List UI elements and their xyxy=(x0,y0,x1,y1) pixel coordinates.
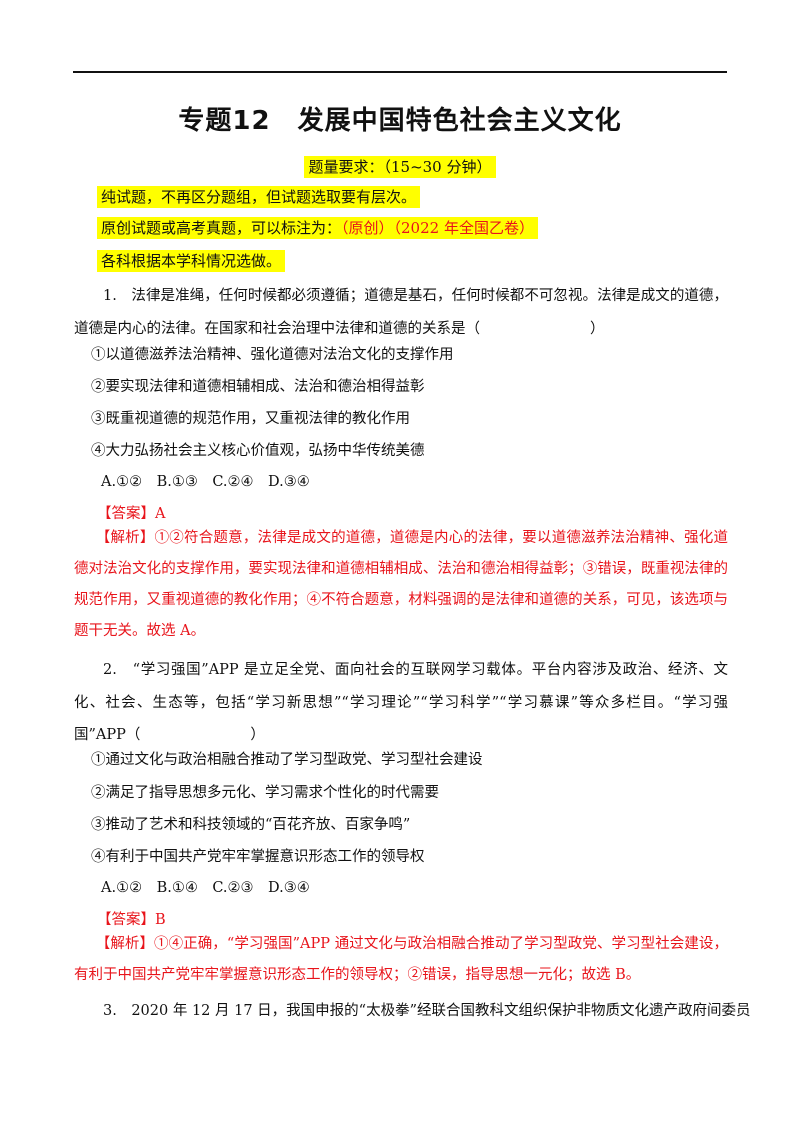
requirements-line: 题量要求：（15~30 分钟） xyxy=(0,156,800,178)
page-title: 专题12 发展中国特色社会主义文化 xyxy=(178,106,622,136)
question-2-option: ②满足了指导思想多元化、学习需求个性化的时代需要 xyxy=(91,785,439,801)
note-text: 各科根据本学科情况选做。 xyxy=(97,250,286,272)
question-2-choices: A.①② B.①④ C.②③ D.③④ xyxy=(101,880,310,896)
question-text: 2. “学习强国”APP 是立足全党、面向社会的互联网学习载体。平台内容涉及政治… xyxy=(74,662,728,743)
note-line-2: 原创试题或高考真题，可以标注为：（原创）（2022 年全国乙卷） xyxy=(97,217,538,239)
question-2-option: ③推动了艺术和科技领域的“百花齐放、百家争鸣” xyxy=(91,817,411,833)
note-line-3: 各科根据本学科情况选做。 xyxy=(97,250,286,272)
question-1-option: ③既重视道德的规范作用，又重视法律的教化作用 xyxy=(91,411,410,427)
question-1-stem: 1. 法律是准绳，任何时候都必须遵循；道德是基石，任何时候都不可忽视。法律是成文… xyxy=(74,280,728,345)
question-1-option: ②要实现法律和道德相辅相成、法治和德治相得益彰 xyxy=(91,379,425,395)
note-line-1: 纯试题，不再区分题组，但试题选取要有层次。 xyxy=(97,186,421,208)
question-3-stem: 3. 2020 年 12 月 17 日，我国申报的“太极拳”经联合国教科文组织保… xyxy=(103,1003,751,1019)
question-2-option: ④有利于中国共产党牢牢掌握意识形态工作的领导权 xyxy=(91,849,425,865)
question-2-explanation: 【解析】①④正确，“学习强国”APP 通过文化与政治相融合推动了学习型政党、学习… xyxy=(74,936,728,983)
question-2-stem: 2. “学习强国”APP 是立足全党、面向社会的互联网学习载体。平台内容涉及政治… xyxy=(74,654,728,752)
question-1-choices: A.①② B.①③ C.②④ D.③④ xyxy=(101,474,310,490)
question-bracket: ） xyxy=(250,727,265,743)
question-bracket: ） xyxy=(590,320,605,337)
question-2-option: ①通过文化与政治相融合推动了学习型政党、学习型社会建设 xyxy=(91,752,483,768)
question-text: 1. 法律是准绳，任何时候都必须遵循；道德是基石，任何时候都不可忽视。法律是成文… xyxy=(74,288,728,337)
note-text: 纯试题，不再区分题组，但试题选取要有层次。 xyxy=(97,186,421,208)
question-1-option: ①以道德滋养法治精神、强化道德对法治文化的支撑作用 xyxy=(91,347,454,363)
requirements-text: 题量要求：（15~30 分钟） xyxy=(304,156,496,178)
note-text: 原创试题或高考真题，可以标注为：（原创）（2022 年全国乙卷） xyxy=(97,217,538,239)
question-1-option: ④大力弘扬社会主义核心价值观，弘扬中华传统美德 xyxy=(91,443,425,459)
question-1-answer: 【答案】A xyxy=(97,506,166,522)
note-tags: （原创）（2022 年全国乙卷） xyxy=(341,219,534,237)
header-rule xyxy=(73,71,727,73)
question-2-answer: 【答案】B xyxy=(97,912,166,928)
note-label: 原创试题或高考真题，可以标注为： xyxy=(101,219,342,237)
question-1-explanation: 【解析】①②符合题意，法律是成文的道德，道德是内心的法律，要以道德滋养法治精神、… xyxy=(74,530,728,639)
